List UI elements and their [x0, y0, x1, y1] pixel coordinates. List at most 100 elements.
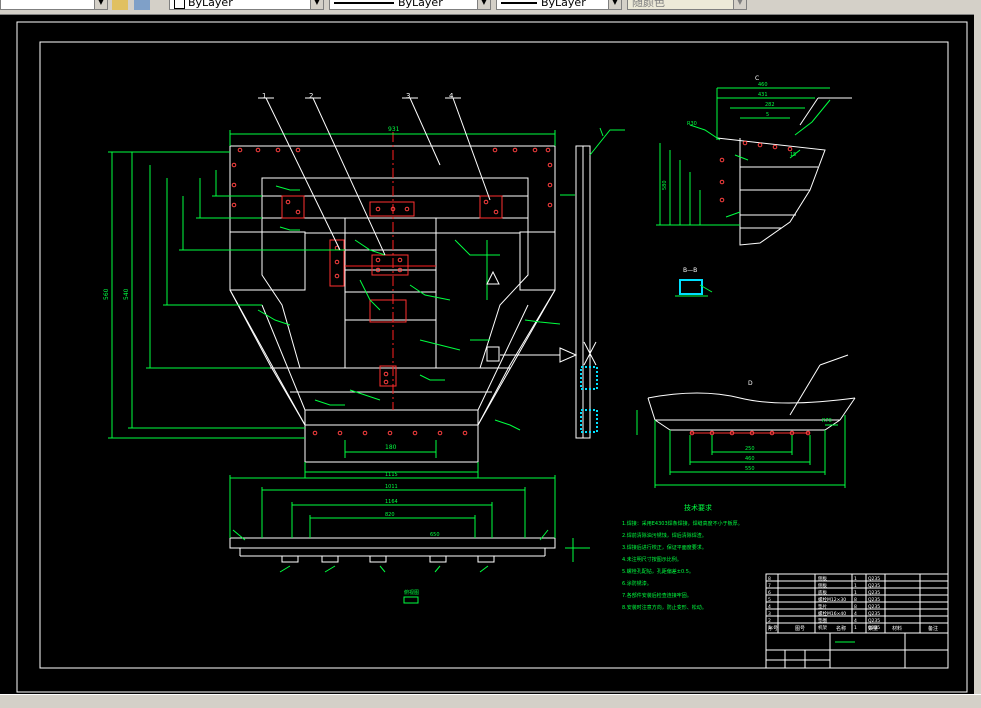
parts-cell-qty: 1 — [854, 576, 857, 582]
bottom-dim-0: 1115 — [385, 472, 398, 478]
parts-cell-no: 1 — [768, 625, 771, 631]
chevron-down-icon[interactable]: ▼ — [608, 0, 621, 9]
drawing-canvas[interactable]: 1 2 3 4 931 560 540 180 C 460 — [0, 14, 974, 694]
side-dim-1: 431 — [758, 92, 768, 98]
parts-cell-qty: 8 — [854, 604, 857, 610]
curved-dim-3: R70 — [822, 418, 832, 424]
status-bar — [0, 694, 981, 708]
plotstyle-combo[interactable]: 随颜色 ▼ — [627, 0, 747, 10]
main-dimensions — [108, 127, 625, 478]
side-dim-2: 282 — [765, 102, 775, 108]
curved-dims — [636, 410, 846, 488]
linetype-value: ByLayer — [398, 0, 443, 9]
color-swatch — [174, 0, 185, 9]
bolt-plates — [281, 195, 503, 387]
tech-note: 3.焊接后进行校正，保证平面度要求。 — [622, 544, 707, 551]
bottom-dim-4: 650 — [430, 532, 440, 538]
section-piece — [580, 366, 598, 390]
parts-cell-no: 8 — [768, 576, 771, 582]
parts-cell-qty: 8 — [854, 597, 857, 603]
layer-previous-icon[interactable] — [134, 0, 150, 10]
balloon-2: 2 — [309, 92, 313, 100]
view-arrow-up — [486, 270, 500, 285]
bottom-view-title: 俯视图 — [404, 589, 419, 596]
color-combo[interactable]: ByLayer▼ — [169, 0, 324, 10]
parts-cell-mat: Q235 — [868, 597, 880, 603]
lineweight-sample — [501, 2, 537, 4]
parts-cell-no: 3 — [768, 611, 771, 617]
chevron-down-icon[interactable]: ▼ — [733, 0, 746, 9]
curved-leader — [789, 364, 821, 416]
side-leader — [799, 97, 819, 126]
cut-mark — [583, 341, 597, 366]
dim-height-left: 560 — [103, 288, 110, 300]
header-drawing-no: 图号 — [795, 626, 805, 632]
tech-note: 2.焊前清除油污锈蚀，焊后清除焊渣。 — [622, 532, 707, 539]
parts-cell-no: 7 — [768, 583, 771, 589]
curved-dim-2: 550 — [745, 466, 755, 472]
main-front-view — [229, 145, 591, 463]
section-piece — [580, 409, 598, 433]
tech-note: 6.涂防锈漆。 — [622, 580, 652, 587]
layer-combo[interactable]: ▼ — [0, 0, 108, 10]
parts-cell-name: 机架 — [818, 624, 827, 631]
parts-cell-no: 2 — [768, 618, 771, 624]
header-qty: 数量 — [868, 625, 878, 632]
parts-cell-name: 垫圈 — [818, 617, 827, 624]
tech-notes: 1.焊接：采用E4303焊条焊接，焊缝高度不小于板厚。 2.焊前清除油污锈蚀，焊… — [622, 520, 743, 611]
parts-cell-mat: Q235 — [868, 611, 880, 617]
properties-toolbar: ▼ ByLayer▼ ByLayer▼ ByLayer▼ 随颜色▼ — [0, 0, 981, 15]
plotstyle-value: 随颜色 — [632, 0, 665, 9]
tech-note: 1.焊接：采用E4303焊条焊接，焊缝高度不小于板厚。 — [622, 520, 743, 527]
parts-cell-qty: 1 — [854, 590, 857, 596]
chevron-down-icon[interactable]: ▼ — [94, 0, 107, 9]
parts-cell-mat: Q235 — [868, 618, 880, 624]
linetype-sample — [334, 2, 394, 4]
parts-cell-qty: 4 — [854, 618, 857, 624]
curved-dim-0: 250 — [745, 446, 755, 452]
vertical-scrollbar[interactable] — [974, 14, 981, 694]
sheet-border-inner — [39, 41, 949, 669]
bottom-dim-1: 1011 — [385, 484, 398, 490]
header-material: 材料 — [892, 625, 902, 632]
header-remark: 备注 — [928, 625, 938, 632]
curved-leader — [819, 354, 849, 366]
bottom-view — [229, 537, 556, 563]
section-box — [486, 346, 500, 362]
chevron-down-icon[interactable]: ▼ — [477, 0, 490, 9]
parts-cell-no: 4 — [768, 604, 771, 610]
side-view-label: C — [755, 75, 759, 82]
layer-states-icon[interactable] — [112, 0, 128, 10]
section-label: B—B — [683, 267, 697, 274]
parts-cell-qty: 4 — [854, 611, 857, 617]
leader-lines — [258, 97, 491, 256]
parts-cell-no: 6 — [768, 590, 771, 596]
side-dim-3: R30 — [687, 121, 697, 127]
parts-cell-mat: Q235 — [868, 583, 880, 589]
balloon-4: 4 — [449, 92, 454, 100]
bottom-dim-2: 1164 — [385, 499, 398, 505]
parts-cell-name: 侧板 — [818, 582, 827, 589]
lineweight-combo[interactable]: ByLayer▼ — [496, 0, 622, 10]
side-dim-5: 580 — [662, 180, 668, 190]
parts-cell-qty: 1 — [854, 583, 857, 589]
chevron-down-icon[interactable]: ▼ — [310, 0, 323, 9]
header-no: 序号 — [768, 625, 778, 632]
bottom-view-dims — [229, 475, 590, 573]
bottom-view-scale-box — [403, 596, 419, 604]
parts-cell-mat: Q235 — [868, 625, 880, 631]
linetype-combo[interactable]: ByLayer ▼ — [329, 0, 491, 10]
tech-note: 7.各部件安装后检查连接牢固。 — [622, 592, 692, 599]
parts-cell-name: 侧板 — [818, 575, 827, 582]
dim-bottom-width: 180 — [385, 444, 397, 451]
side-view-dims — [656, 87, 831, 226]
side-view — [716, 137, 826, 246]
parts-cell-mat: Q235 — [868, 604, 880, 610]
parts-cell-name: 螺栓M12×30 — [818, 596, 846, 603]
section-bb-leader — [699, 284, 713, 293]
view-arrow — [559, 347, 578, 363]
parts-cell-mat: Q235 — [868, 590, 880, 596]
parts-cell-qty: 1 — [854, 625, 857, 631]
curved-view-label: D — [748, 380, 753, 387]
